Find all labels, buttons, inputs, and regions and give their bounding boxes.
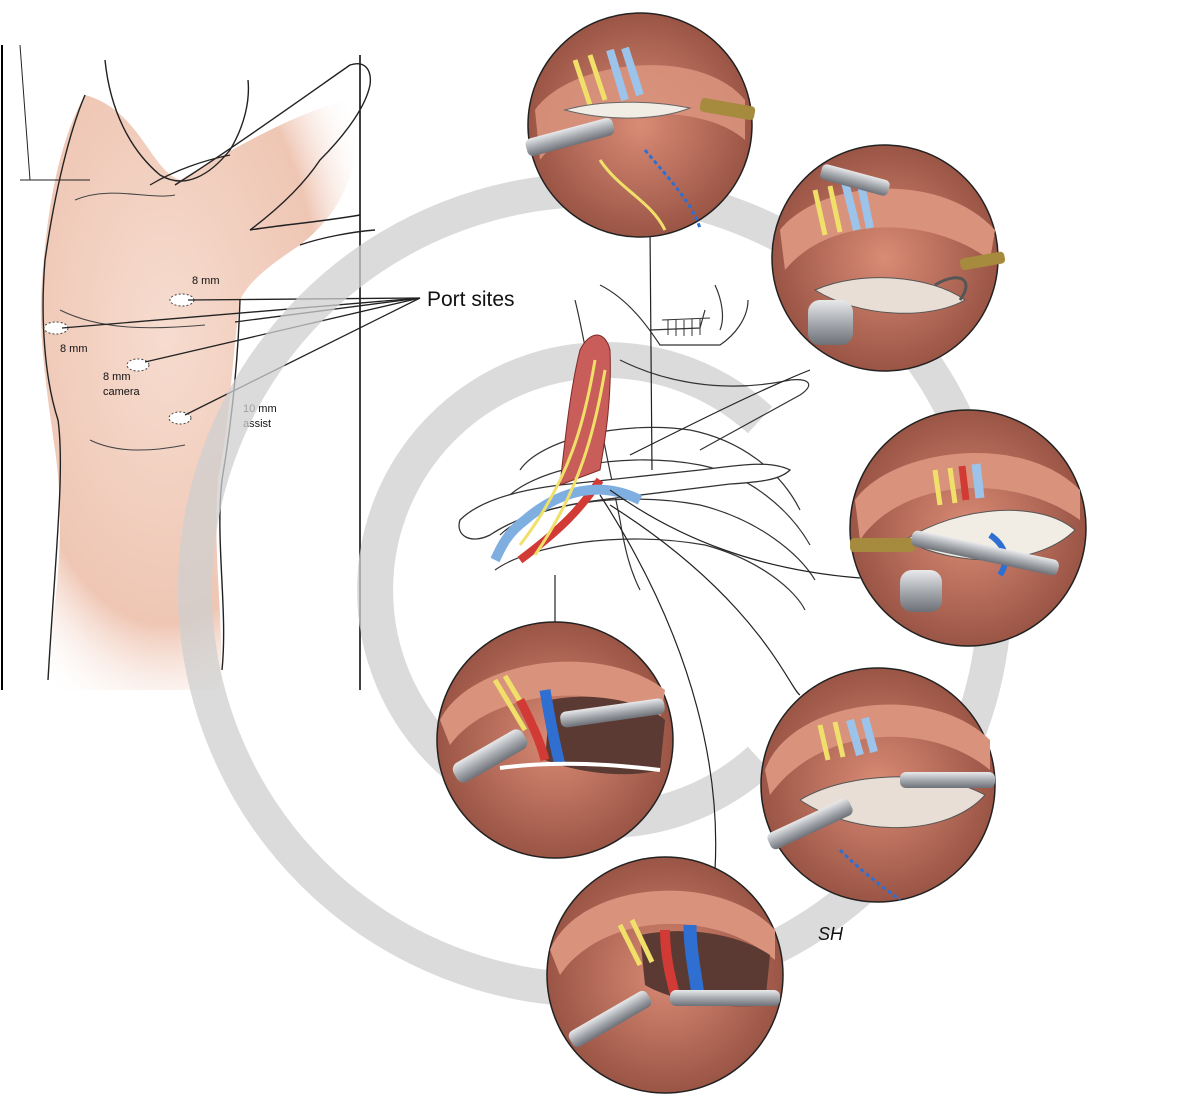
port-camera-8mm xyxy=(126,358,150,372)
artist-signature: SH xyxy=(818,924,844,944)
hair-line xyxy=(19,44,90,181)
clavicle xyxy=(458,463,792,540)
torso-skin xyxy=(40,95,357,690)
jaw-outline xyxy=(599,284,749,346)
inset-upper-right xyxy=(771,144,1006,372)
port-leader-lines xyxy=(61,297,421,416)
inset-bottom xyxy=(546,856,784,1094)
port-sites-label: Port sites xyxy=(427,288,515,311)
upper-port-size-label: 8 mm xyxy=(192,275,220,287)
inset-leader-lines xyxy=(554,229,861,871)
clavicle-line xyxy=(149,154,231,186)
camera-port-size-label: 8 mm xyxy=(103,371,131,383)
arm-lower-contour xyxy=(249,214,376,246)
torso-panel: Port sites 8 mm 8 mm 8 mm camera 10 mm a… xyxy=(1,44,515,690)
inset-top xyxy=(525,12,756,238)
inset-right xyxy=(849,409,1087,647)
arm-upper-contour xyxy=(174,63,372,231)
inset-lower-left xyxy=(436,621,674,859)
brachial-plexus xyxy=(518,359,607,556)
left-port-size-label: 8 mm xyxy=(60,343,88,355)
inset-lower-right xyxy=(760,667,996,903)
torso-left-contour xyxy=(42,94,86,681)
chest-fold xyxy=(59,192,206,451)
neck-contour xyxy=(104,59,250,182)
teeth xyxy=(661,317,711,336)
camera-port-label: camera xyxy=(103,386,141,398)
